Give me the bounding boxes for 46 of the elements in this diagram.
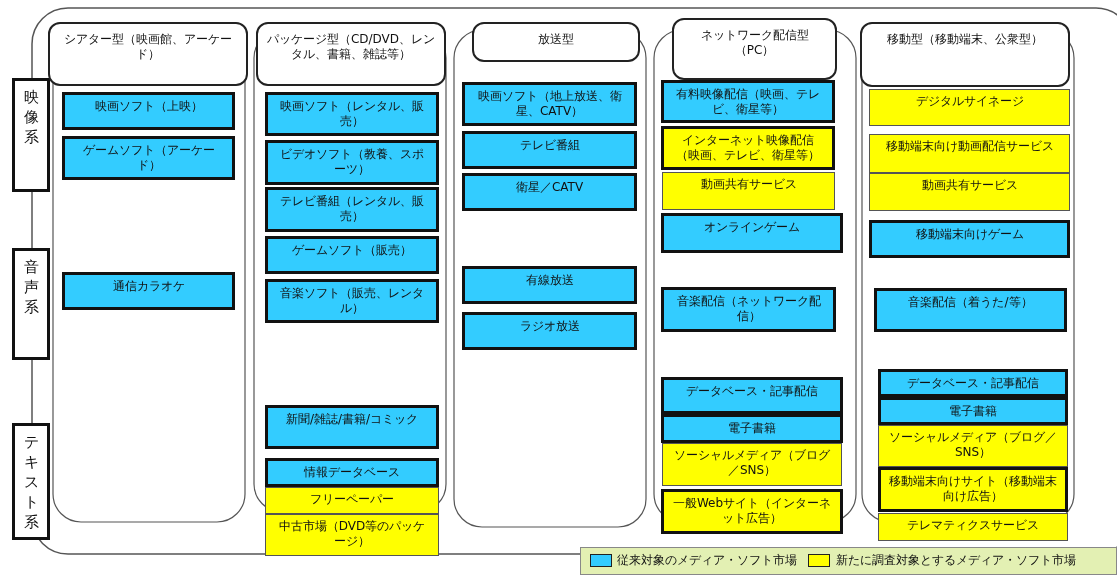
market-box: 移動端末向けサイト（移動端末向け広告） (878, 467, 1068, 512)
category-header: シアター型（映画館、アーケード） (48, 22, 248, 86)
market-box: インターネット映像配信（映画、テレビ、衛星等） (661, 126, 835, 170)
row-label: 音声系 (12, 248, 50, 360)
market-box: 有線放送 (462, 266, 637, 304)
market-box: ソーシャルメディア（ブログ／SNS） (878, 425, 1068, 467)
market-box: 移動端末向けゲーム (869, 220, 1070, 258)
market-box: ゲームソフト（アーケード） (62, 136, 235, 180)
row-label: テキスト系 (12, 423, 50, 540)
market-box: 情報データベース (265, 458, 439, 487)
market-box: 映画ソフト（地上放送、衛星、CATV） (462, 82, 637, 126)
category-header: ネットワーク配信型（PC） (672, 18, 837, 80)
legend-text: 新たに調査対象とするメディア・ソフト市場 (836, 552, 1076, 568)
market-box: ゲームソフト（販売） (265, 236, 439, 274)
market-box: デジタルサイネージ (869, 89, 1070, 126)
market-box: 音楽ソフト（販売、レンタル） (265, 279, 439, 323)
market-box: 動画共有サービス (869, 173, 1070, 211)
market-box: 新聞/雑誌/書籍/コミック (265, 405, 439, 449)
market-box: データベース・記事配信 (661, 377, 843, 414)
market-box: ラジオ放送 (462, 312, 637, 350)
market-box: ビデオソフト（教養、スポーツ） (265, 140, 439, 185)
market-box: 動画共有サービス (662, 172, 835, 210)
market-box: 衛星／CATV (462, 173, 637, 211)
market-box: テレビ番組（レンタル、販売） (265, 187, 439, 232)
market-box: 映画ソフト（レンタル、販売） (265, 92, 439, 136)
market-box: 通信カラオケ (62, 272, 235, 310)
market-box: オンラインゲーム (661, 213, 843, 253)
market-box: テレビ番組 (462, 131, 637, 169)
category-header: 放送型 (472, 22, 640, 62)
market-box: 移動端末向け動画配信サービス (869, 134, 1070, 173)
market-box: データベース・記事配信 (878, 369, 1068, 397)
market-box: テレマティクスサービス (878, 513, 1068, 541)
market-box: 映画ソフト（上映） (62, 92, 235, 130)
market-box: 電子書籍 (661, 414, 843, 443)
legend-text: 従来対象のメディア・ソフト市場 (617, 552, 797, 568)
market-box: 有料映像配信（映画、テレビ、衛星等） (661, 80, 835, 123)
row-label: 映像系 (12, 78, 50, 192)
market-box: ソーシャルメディア（ブログ／SNS） (662, 443, 842, 486)
market-box: 音楽配信（着うた/等） (874, 288, 1067, 332)
market-box: 中古市場（DVD等のパッケージ） (265, 514, 439, 556)
category-header: パッケージ型（CD/DVD、レンタル、書籍、雑誌等） (256, 22, 446, 86)
market-box: フリーペーパー (265, 487, 439, 514)
category-header: 移動型（移動端末、公衆型） (860, 22, 1070, 87)
market-box: 音楽配信（ネットワーク配信） (661, 287, 836, 332)
market-box: 電子書籍 (878, 397, 1068, 425)
market-box: 一般Webサイト（インターネット広告） (661, 489, 843, 534)
